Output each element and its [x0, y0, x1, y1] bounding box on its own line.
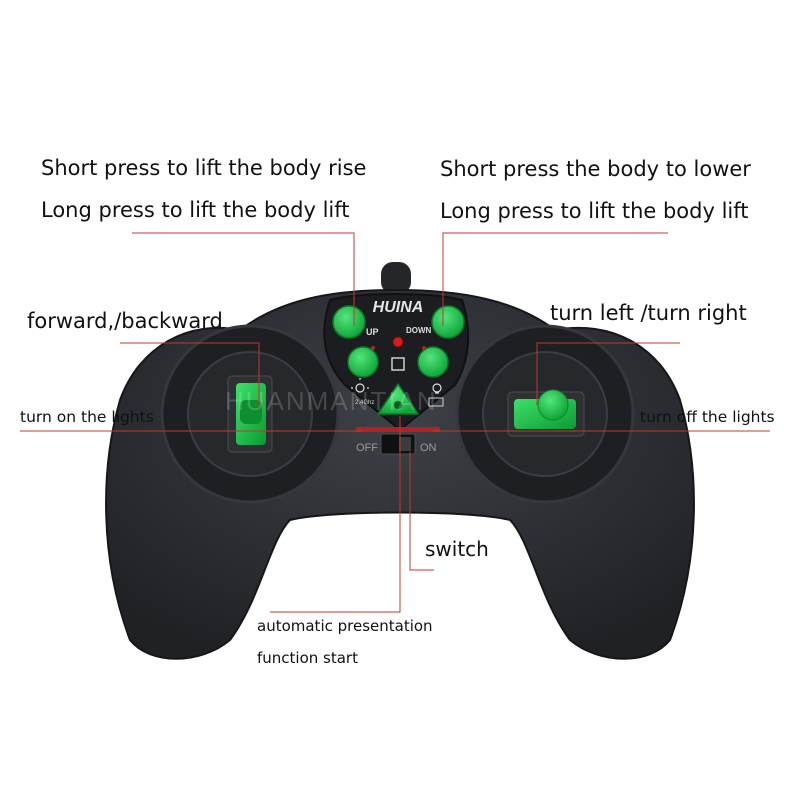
callout-lights-on: turn on the lights	[20, 408, 154, 426]
frequency-label: 2.4Ghz	[355, 400, 374, 406]
red-dot-left	[371, 346, 375, 350]
bulb-on-icon	[351, 378, 369, 393]
leader-turn	[536, 342, 680, 405]
brand-logo: HUINA	[373, 299, 424, 316]
demo-triangle-dot	[394, 401, 402, 409]
antenna	[381, 262, 411, 294]
red-led	[392, 336, 404, 348]
left-stick-knob[interactable]	[240, 400, 262, 424]
leader-switch	[409, 452, 434, 571]
callout-up-short: Short press to lift the body rise	[41, 156, 367, 180]
switch-on-label: ON	[420, 442, 437, 454]
up-label: UP	[366, 327, 379, 337]
up-button[interactable]	[332, 305, 366, 339]
mode-icon	[428, 397, 444, 407]
callout-forward-backward: forward,/backward	[27, 309, 223, 333]
right-stick-knob[interactable]	[537, 389, 569, 421]
leader-down	[442, 232, 668, 326]
down-button[interactable]	[431, 305, 465, 339]
leader-auto	[270, 416, 401, 613]
callout-turn-left-right: turn left /turn right	[550, 301, 747, 325]
callout-switch: switch	[425, 537, 489, 561]
power-switch-slider[interactable]	[399, 437, 411, 451]
demo-triangle-button[interactable]	[377, 383, 419, 415]
red-dot-right	[422, 346, 426, 350]
down-label: DOWN	[406, 326, 432, 335]
bulb-off-icon	[432, 383, 442, 394]
leader-up	[132, 232, 355, 326]
leader-forward	[120, 342, 260, 408]
callout-down-short: Short press the body to lower	[440, 157, 751, 181]
callout-lights-off: turn off the lights	[640, 408, 775, 426]
switch-red-bar	[356, 427, 440, 432]
callout-auto-line2: function start	[257, 649, 358, 667]
lights-on-button[interactable]	[347, 346, 379, 378]
callout-auto-line1: automatic presentation	[257, 617, 433, 635]
leader-lines	[20, 232, 770, 613]
watermark: HUANMANTIAN	[225, 386, 438, 416]
lights-off-button[interactable]	[417, 346, 449, 378]
chip-icon	[391, 357, 405, 371]
callout-down-long: Long press to lift the body lift	[440, 199, 749, 223]
callout-up-long: Long press to lift the body lift	[41, 198, 350, 222]
switch-off-label: OFF	[356, 442, 378, 454]
